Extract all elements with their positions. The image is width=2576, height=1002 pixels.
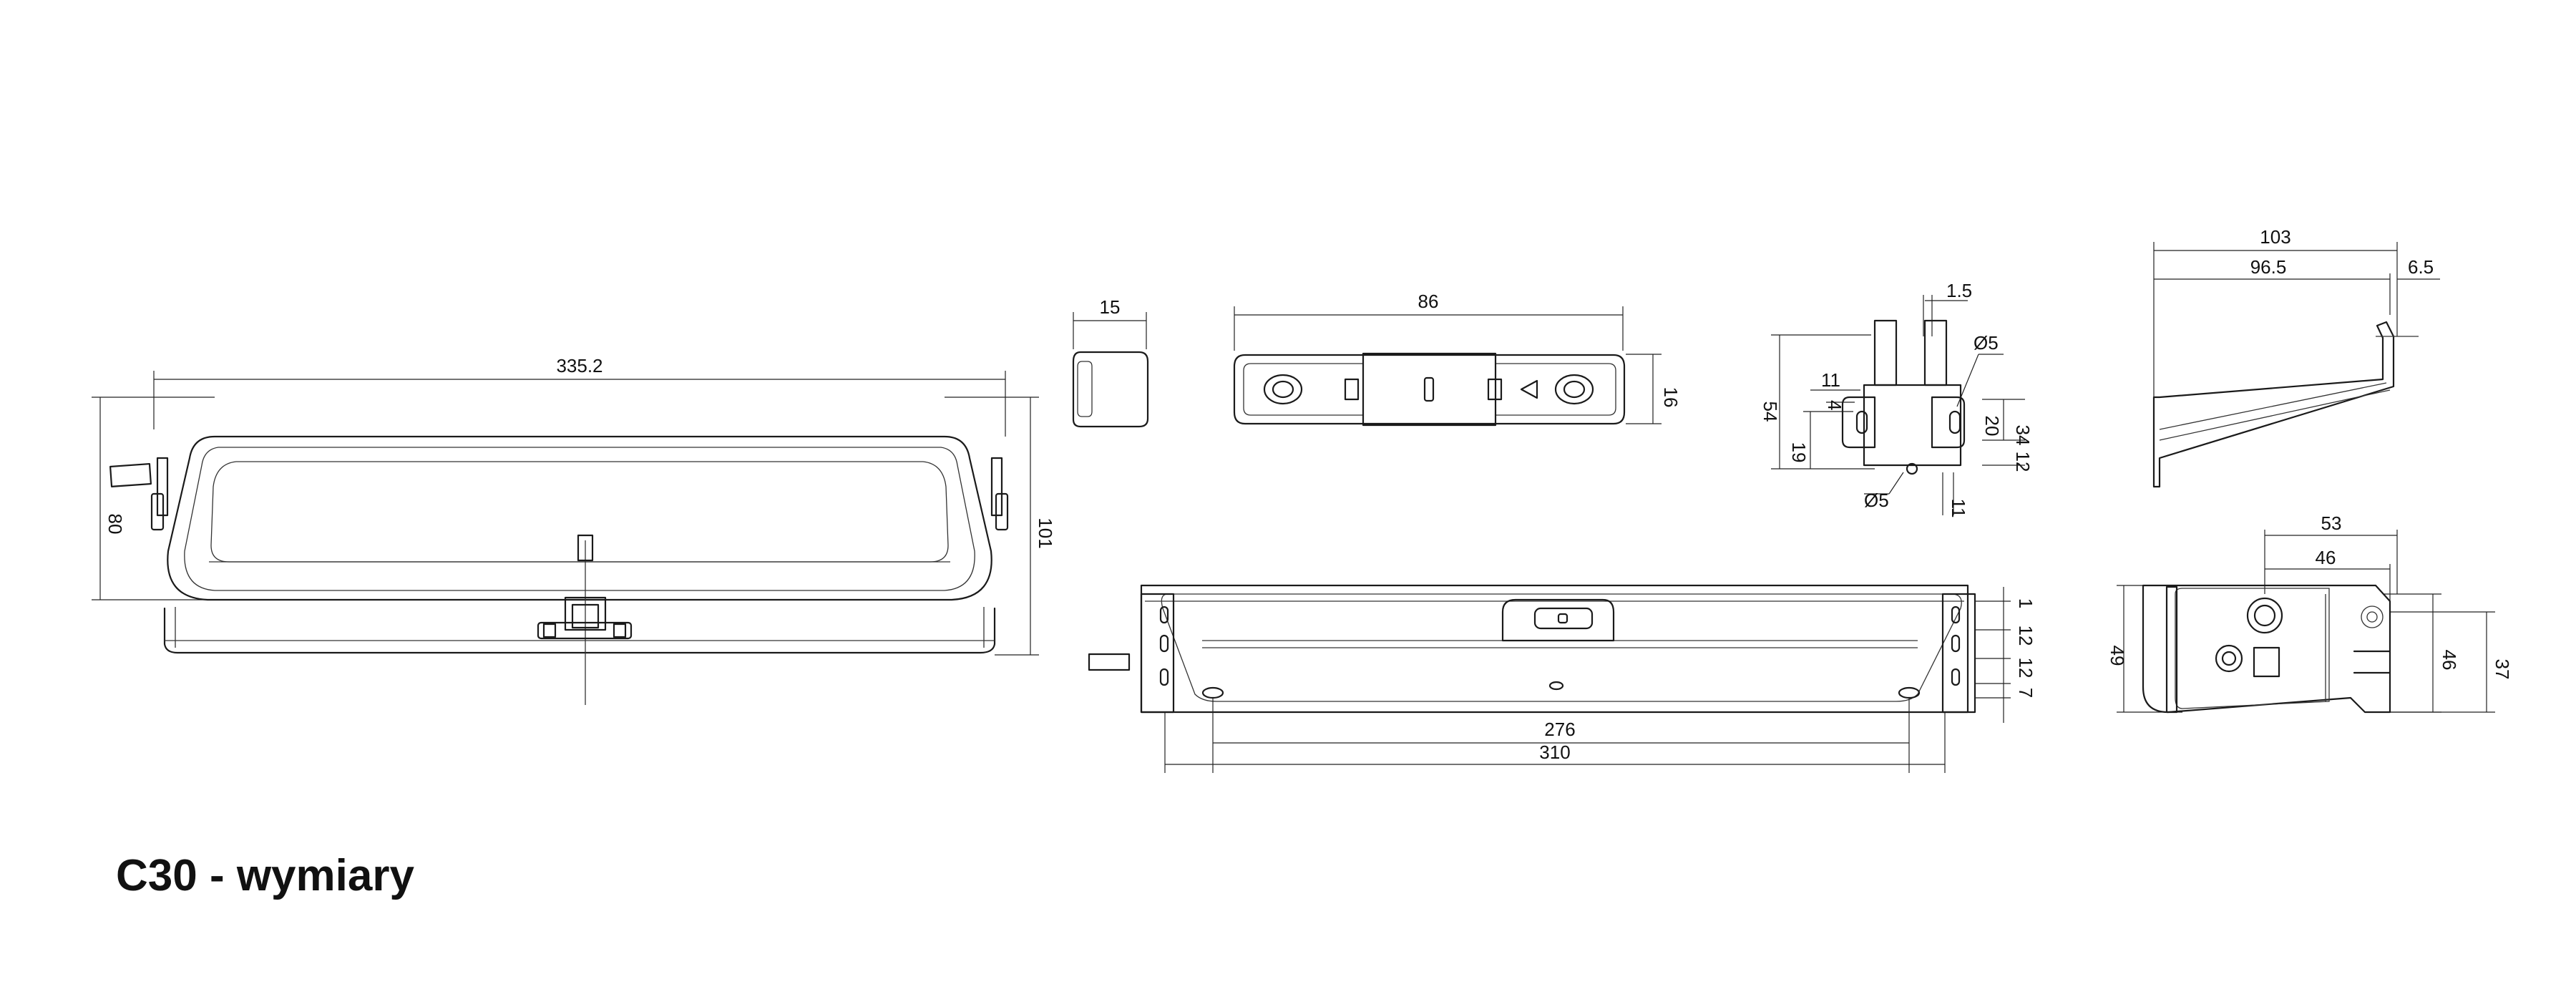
dim-bracket-height: 16	[1660, 387, 1682, 408]
dim-side-hole-top: Ø5	[1974, 332, 1999, 354]
page-title: C30 - wymiary	[116, 851, 414, 900]
dim-top-12b: 12	[2015, 658, 2036, 678]
dim-side-12: 12	[2012, 452, 2034, 472]
dim-section-37: 37	[2492, 659, 2513, 680]
dim-section-46-side: 46	[2439, 650, 2460, 671]
dim-side-20: 20	[1981, 416, 2003, 437]
dim-end-cap-width: 15	[1100, 296, 1121, 318]
dim-front-width: 335.2	[556, 355, 602, 376]
dim-arm-total: 103	[2260, 226, 2290, 248]
dim-section-49: 49	[2107, 646, 2128, 666]
dim-top-outer: 310	[1539, 741, 1570, 763]
dim-bracket-length: 86	[1418, 291, 1439, 312]
dim-top-inner: 276	[1544, 719, 1575, 740]
arm-view: 103 96.5 6.5	[2152, 226, 2440, 488]
top-view: 276 310 1 12 12 7	[1088, 584, 2036, 773]
dim-top-12a: 12	[2015, 626, 2036, 646]
end-cap-view: 15	[1072, 296, 1149, 428]
dim-side-19: 19	[1788, 442, 1810, 463]
dim-side-34: 34	[2012, 425, 2034, 446]
dim-arm-offset: 6.5	[2408, 256, 2434, 278]
dim-side-11: 11	[1821, 369, 1840, 391]
dim-section-53: 53	[2321, 512, 2342, 534]
dim-section-46-top: 46	[2316, 547, 2336, 568]
dim-side-thickness: 1.5	[1946, 280, 1972, 301]
dim-top-7: 7	[2015, 688, 2036, 698]
side-bracket-view: 1.5 Ø5 54 11 4 19 20 34 12 Ø5 11	[1760, 280, 2034, 518]
dim-side-height: 54	[1760, 402, 1781, 422]
dim-side-hole-bottom: Ø5	[1864, 490, 1889, 511]
section-view: 53 46 49 46 37	[2107, 512, 2513, 714]
dim-side-bottom-11: 11	[1948, 499, 1969, 518]
dim-front-height-inner: 80	[104, 514, 126, 535]
bracket-view: 86 16	[1233, 291, 1682, 427]
dim-arm-inner: 96.5	[2250, 256, 2287, 278]
dim-top-1: 1	[2015, 598, 2036, 608]
dim-side-4: 4	[1824, 400, 1845, 410]
front-view: 335.2 80 101	[92, 355, 1056, 705]
dim-front-height-outer: 101	[1035, 517, 1056, 548]
